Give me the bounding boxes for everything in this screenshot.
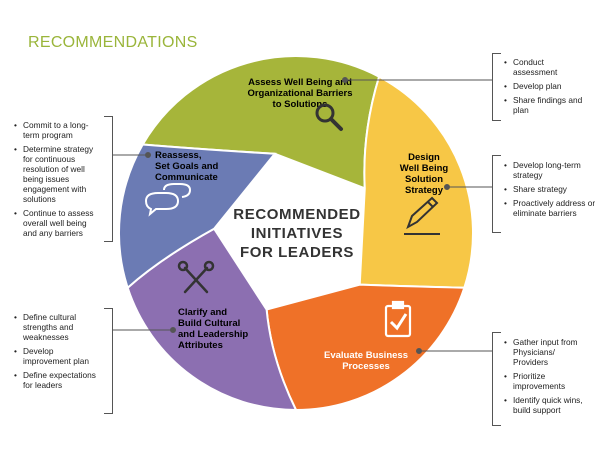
assess-label-line-1: Assess Well Being and: [248, 77, 352, 88]
center-pentagon: [214, 153, 365, 310]
evaluate-callout-item: Prioritize improvements: [504, 371, 588, 391]
evaluate-callout-item: Gather input from Physicians/ Providers: [504, 337, 588, 367]
assess-callout-item: Develop plan: [504, 81, 584, 91]
design-label-line-3: Solution: [405, 174, 443, 185]
reassess-bracket: [104, 116, 113, 242]
evaluate-label-line-1: Evaluate Business: [324, 350, 408, 361]
segment-evaluate: [265, 283, 466, 412]
speech-bubbles-icon: [144, 183, 192, 217]
clarify-callout-item: Develop improvement plan: [14, 346, 102, 366]
clarify-bracket: [104, 308, 113, 414]
assess-label-line-2: Organizational Barriers: [247, 88, 352, 99]
reassess-callout-item: Determine strategy for continuous resolu…: [14, 144, 102, 204]
reassess-label-line-3: Communicate: [155, 172, 218, 183]
assess-callout-item: Share findings and plan: [504, 95, 584, 115]
assess-callout-item: Conduct assessment: [504, 57, 584, 77]
clarify-label-line-3: and Leadership: [178, 329, 248, 340]
reassess-callout-item: Commit to a long-term program: [14, 120, 102, 140]
pencil-icon: [404, 196, 440, 235]
tools-icon: [177, 260, 215, 294]
center-label: RECOMMENDED INITIATIVES FOR LEADERS: [233, 206, 360, 261]
clarify-label-line-4: Attributes: [178, 340, 223, 351]
segment-label-evaluate: Evaluate Business Processes: [324, 350, 408, 372]
reassess-label-line-1: Reassess,: [155, 150, 201, 161]
magnifier-icon: [315, 103, 343, 131]
center-line-2: INITIATIVES: [251, 225, 343, 242]
callout-connectors: [112, 77, 492, 354]
reassess-callout-item: Continue to assess overall well being an…: [14, 208, 102, 238]
segment-label-assess: Assess Well Being and Organizational Bar…: [247, 77, 352, 110]
reassess-label-line-2: Set Goals and: [155, 161, 219, 172]
clarify-label-line-1: Clarify and: [178, 307, 227, 318]
evaluate-callout-item: Identify quick wins, build support: [504, 395, 588, 415]
segment-label-design: Design Well Being Solution Strategy: [400, 152, 449, 196]
design-callout-item: Proactively address or eliminate barrier…: [504, 198, 596, 218]
assess-bracket: [492, 53, 501, 121]
reassess-callout: Commit to a long-term program Determine …: [14, 120, 102, 242]
clarify-callout-item: Define cultural strengths and weaknesses: [14, 312, 102, 342]
center-line-1: RECOMMENDED: [233, 206, 360, 223]
segment-label-clarify: Clarify and Build Cultural and Leadershi…: [178, 307, 248, 351]
page-title: RECOMMENDATIONS: [28, 34, 198, 51]
segment-label-reassess: Reassess, Set Goals and Communicate: [155, 150, 219, 183]
evaluate-bracket: [492, 332, 501, 426]
design-callout-item: Develop long-term strategy: [504, 160, 596, 180]
segment-reassess: [118, 143, 277, 290]
clipboard-check-icon: [384, 300, 412, 338]
clarify-callout-item: Define expectations for leaders: [14, 370, 102, 390]
design-label-line-4: Strategy: [405, 185, 444, 196]
clarify-callout: Define cultural strengths and weaknesses…: [14, 312, 102, 394]
assess-callout: Conduct assessment Develop plan Share fi…: [504, 57, 584, 119]
segments-layer: [118, 55, 474, 412]
design-label-line-2: Well Being: [400, 163, 449, 174]
evaluate-label-line-2: Processes: [342, 361, 390, 372]
center-line-3: FOR LEADERS: [240, 244, 354, 261]
evaluate-callout: Gather input from Physicians/ Providers …: [504, 337, 588, 419]
clarify-label-line-2: Build Cultural: [178, 318, 240, 329]
design-callout: Develop long-term strategy Share strateg…: [504, 160, 596, 222]
design-callout-item: Share strategy: [504, 184, 596, 194]
design-bracket: [492, 155, 501, 233]
design-label-line-1: Design: [408, 152, 440, 163]
assess-label-line-3: to Solutions: [273, 99, 328, 110]
